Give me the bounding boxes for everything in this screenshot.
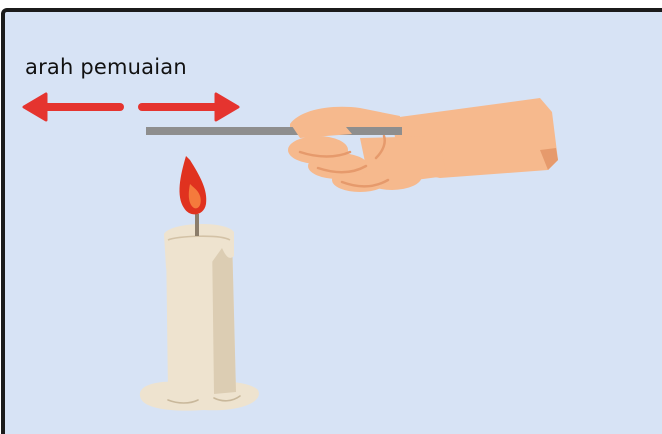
expansion-direction-label: arah pemuaian (25, 55, 187, 79)
wick (195, 214, 199, 236)
